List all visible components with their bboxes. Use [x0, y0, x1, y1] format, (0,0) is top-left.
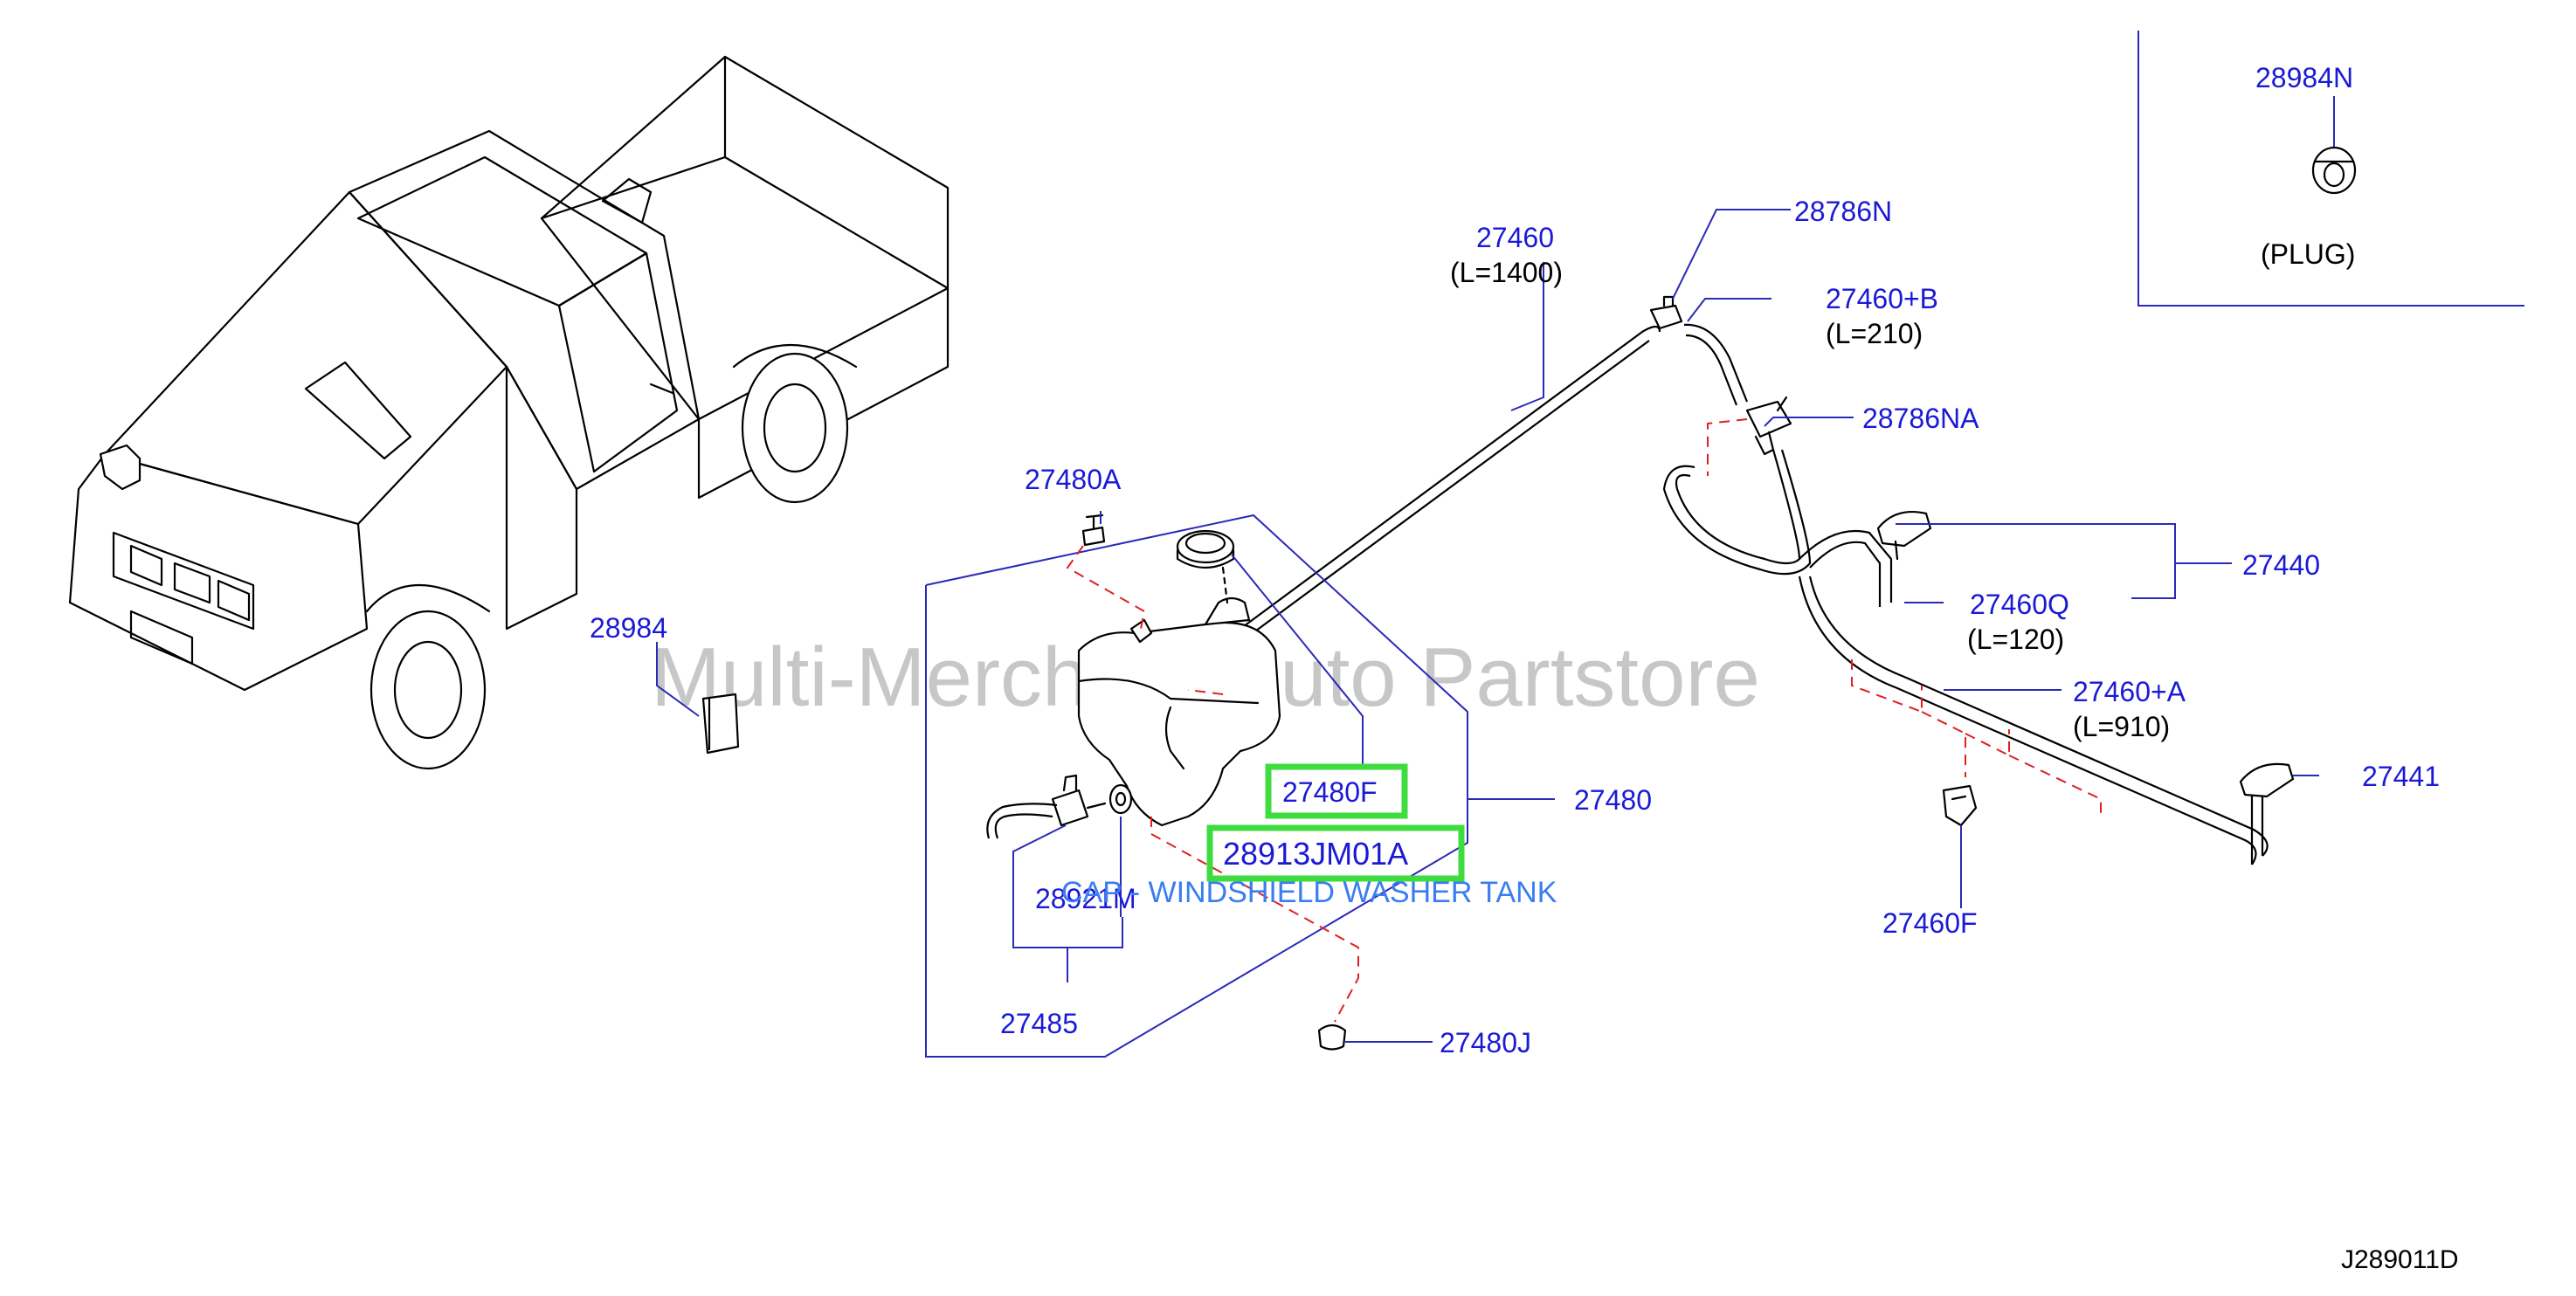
hose-clip-icon	[1942, 784, 1978, 827]
connector-icon	[1649, 295, 1683, 330]
label-plug: (PLUG)	[2261, 238, 2355, 270]
part-description: CAP - WINDSHIELD WASHER TANK	[1061, 876, 1557, 909]
label-27460-length: (L=1400)	[1450, 257, 1563, 288]
label-27460Q-length: (L=120)	[1967, 624, 2064, 655]
guide-tank	[1187, 689, 1224, 695]
diagram-code: J289011D	[2341, 1245, 2459, 1274]
washer-nozzle-27441-icon	[2239, 762, 2295, 844]
label-27460A-length: (L=910)	[2073, 711, 2170, 742]
highlight-28913JM01A	[1206, 824, 1465, 882]
label-27440: 27440	[2242, 549, 2320, 581]
label-28921M: 28921M	[1035, 883, 1136, 914]
guide-28786NA	[1707, 418, 1748, 476]
label-27460: 27460	[1476, 222, 1554, 253]
plug-icon	[2311, 146, 2357, 195]
label-27480A: 27480A	[1025, 464, 1122, 495]
highlight-27480F	[1265, 763, 1408, 819]
label-27460B-length: (L=210)	[1826, 318, 1923, 349]
label-27480J: 27480J	[1440, 1027, 1531, 1058]
tank-cap-icon	[1176, 529, 1235, 569]
label-28984N: 28984N	[2255, 62, 2353, 93]
label-27460F: 27460F	[1882, 907, 1978, 939]
washer-pump-icon	[1051, 774, 1107, 827]
leader-lines	[656, 209, 2319, 1043]
label-28984: 28984	[590, 612, 667, 644]
label-28913JM01A[interactable]: 28913JM01A	[1223, 836, 1408, 872]
label-27480: 27480	[1574, 784, 1652, 816]
washer-hose-assembly	[1240, 295, 2295, 865]
guide-27460A-1	[1851, 659, 1923, 713]
pickup-truck-illustration	[68, 55, 950, 770]
guide-27480A	[1066, 545, 1146, 634]
pump-grommet-icon	[1108, 783, 1133, 815]
washer-nozzle-27440-icon	[1876, 510, 1932, 561]
label-27485: 27485	[1000, 1008, 1078, 1039]
plug-28984-icon	[701, 693, 740, 755]
label-27460A: 27460+A	[2073, 676, 2186, 707]
label-28786NA: 28786NA	[1862, 403, 1979, 434]
label-28786N: 28786N	[1794, 196, 1892, 227]
label-27460Q: 27460Q	[1970, 589, 2069, 620]
tee-connector-icon	[1745, 396, 1792, 456]
guide-27460F	[1921, 711, 1966, 777]
screw-27480A-icon	[1081, 514, 1106, 547]
label-27460B: 27460+B	[1826, 283, 1938, 314]
washer-tank-assembly	[925, 514, 1468, 1058]
guide-27480J	[1150, 817, 1359, 1023]
label-27441: 27441	[2362, 761, 2440, 792]
guide-27460A-3	[2008, 755, 2102, 817]
plug-inset: 28984N (PLUG)	[2137, 31, 2524, 307]
clip-27480J-icon	[1317, 1024, 1347, 1051]
label-27480F[interactable]: 27480F	[1282, 776, 1378, 808]
